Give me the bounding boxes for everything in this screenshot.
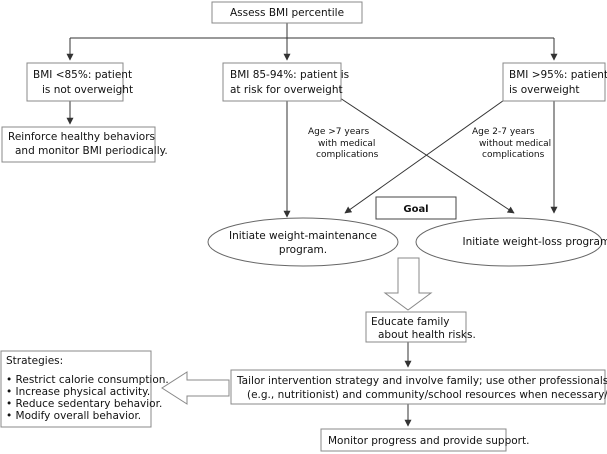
maintenance-ellipse <box>207 217 399 267</box>
maintenance-line1: Initiate weight-maintenance <box>229 230 377 242</box>
bmi-85-94-box <box>222 62 342 102</box>
age-gt7-line3: complications <box>316 150 379 160</box>
goal-label: Goal <box>403 204 428 215</box>
age-gt7-line2: with medical <box>318 139 375 149</box>
bmi-lt85-box <box>26 62 124 102</box>
educate-line2: about health risks. <box>378 329 476 341</box>
strategies-title: Strategies: <box>6 355 63 367</box>
educate-line1: Educate family <box>371 316 449 328</box>
bmi-gt95-line2: is overweight <box>509 84 580 96</box>
hollow-arrow-down <box>383 257 433 311</box>
assess-box <box>211 1 363 24</box>
age-gt7-line1: Age >7 years <box>308 127 369 137</box>
strategy-item: • Restrict calorie consumption. <box>6 374 169 386</box>
age-2-7-line1: Age 2-7 years <box>472 127 535 137</box>
bmi-gt95-box <box>502 62 606 102</box>
arrow-85-94-to-loss <box>339 97 515 214</box>
age-2-7-line2: without medical <box>479 139 551 149</box>
reinforce-box <box>1 126 156 163</box>
strategies-box <box>0 350 152 428</box>
strategy-item: • Reduce sedentary behavior. <box>6 398 162 410</box>
bmi-85-94-line1: BMI 85-94%: patient is <box>230 69 349 81</box>
weight-loss-label: Initiate weight-loss program. <box>462 236 607 248</box>
tailor-line1: Tailor intervention strategy and involve… <box>236 375 607 387</box>
assess-label: Assess BMI percentile <box>230 7 344 19</box>
connectors <box>66 23 558 427</box>
bmi-lt85-line2: is not overweight <box>42 84 133 96</box>
monitor-box <box>320 428 507 452</box>
monitor-label: Monitor progress and provide support. <box>328 435 529 447</box>
tailor-box <box>230 369 606 405</box>
strategy-item: • Modify overall behavior. <box>6 410 141 422</box>
strategy-item: • Increase physical activity. <box>6 386 150 398</box>
age-2-7-line3: complications <box>482 150 545 160</box>
educate-box <box>365 311 467 343</box>
bmi-85-94-line2: at risk for overweight <box>230 84 343 96</box>
reinforce-line1: Reinforce healthy behaviors <box>8 131 155 143</box>
maintenance-line2: program. <box>279 244 327 256</box>
goal-box <box>375 196 457 220</box>
bmi-lt85-line1: BMI <85%: patient <box>33 69 132 81</box>
bmi-gt95-line1: BMI >95%: patient <box>509 69 607 81</box>
tailor-line2: (e.g., nutritionist) and community/schoo… <box>247 389 607 401</box>
weight-loss-ellipse <box>415 217 603 267</box>
arrow-gt95-to-maintain <box>344 97 508 214</box>
hollow-arrow-left <box>161 371 230 405</box>
reinforce-line2: and monitor BMI periodically. <box>15 145 168 157</box>
